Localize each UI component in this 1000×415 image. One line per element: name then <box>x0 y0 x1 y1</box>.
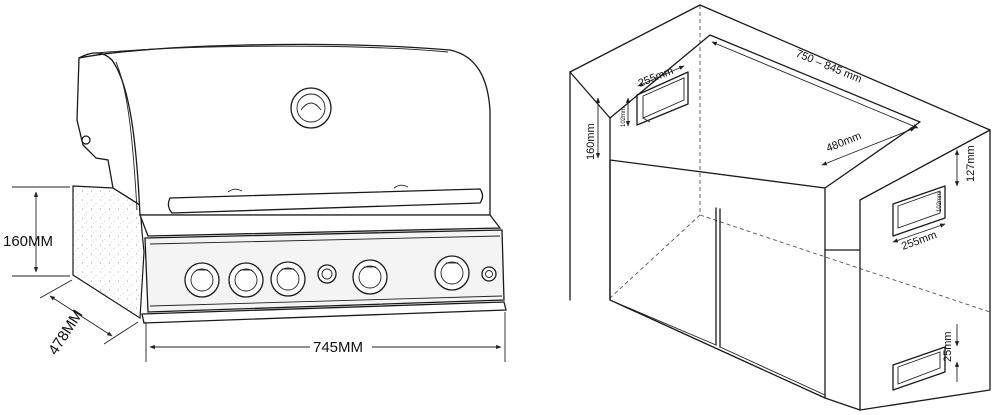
control-knob <box>184 262 220 298</box>
hood-hinge-icon <box>81 135 91 145</box>
hood-top <box>78 43 491 216</box>
depth-label: 478MM <box>45 307 87 358</box>
ignition-button <box>317 264 337 284</box>
island-illustration <box>569 4 991 411</box>
side-bracket-panel <box>72 185 145 320</box>
bottom-offset-label: 25mm <box>942 331 954 362</box>
hood-handle <box>167 188 484 214</box>
back-vent-height-label: 102mm <box>621 107 627 127</box>
control-knob <box>228 262 264 298</box>
counter-opening <box>609 34 921 189</box>
opening-width-label: 750 – 845 mm <box>794 48 864 86</box>
bottom-vent <box>892 346 946 391</box>
light-button <box>481 266 497 282</box>
control-knob <box>270 261 306 297</box>
right-dimensions: 750 – 845 mm 480mm 160mm 255mm 102mm 255… <box>585 41 977 382</box>
width-label: 745MM <box>313 339 363 356</box>
back-height-label: 160mm <box>585 123 597 160</box>
height-label: 160MM <box>3 233 53 250</box>
drip-tray <box>141 301 507 324</box>
grill-illustration <box>72 43 507 324</box>
grill-body <box>139 214 502 237</box>
control-knob <box>434 255 470 291</box>
side-vent-height-label: 102mm <box>937 192 943 212</box>
side-offset-label: 127mm <box>965 145 977 182</box>
control-knob <box>352 259 388 295</box>
